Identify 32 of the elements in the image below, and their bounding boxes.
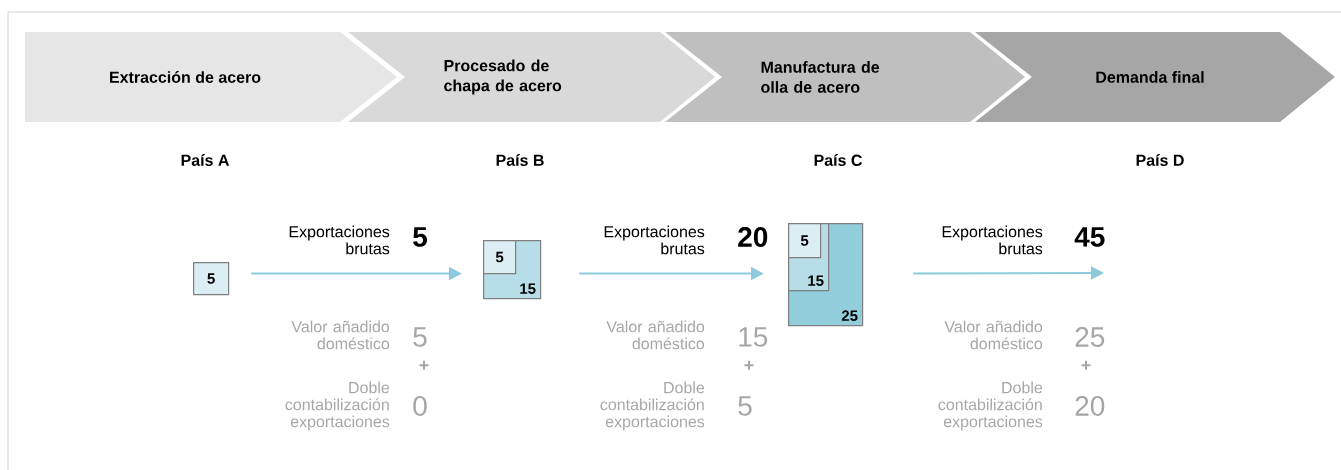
value-box: 5 — [193, 262, 230, 296]
annotation-text: Valor añadido doméstico — [944, 320, 1043, 350]
plus-sign: + — [419, 360, 429, 370]
value-number: 5 — [413, 227, 427, 247]
value-number: 25 — [1075, 327, 1105, 347]
annotation-text: Exportaciones brutas — [604, 225, 705, 255]
annotation-text: Doble contabilización exportaciones — [938, 381, 1043, 431]
value-number: 5 — [413, 327, 427, 347]
annotation-text: Doble contabilización exportaciones — [285, 381, 390, 431]
process-step: Extracción de acero — [25, 32, 397, 122]
value-box: 5 — [788, 223, 822, 259]
value-number: 20 — [1075, 396, 1105, 416]
country-label: País D — [1136, 154, 1184, 166]
annotation-text: Valor añadido doméstico — [291, 320, 390, 350]
annotation-text: Exportaciones brutas — [942, 225, 1043, 255]
country-label: País A — [181, 154, 230, 166]
value-number: 0 — [413, 396, 427, 416]
value-number: 20 — [738, 227, 768, 247]
process-step: Manufactura de olla de acero — [665, 32, 1025, 122]
plus-sign: + — [1081, 360, 1091, 370]
value-number: 15 — [739, 327, 768, 347]
annotation-text: Valor añadido doméstico — [606, 320, 705, 350]
process-step: Demanda final — [975, 32, 1335, 122]
country-label: País B — [496, 154, 544, 166]
process-step: Procesado de chapa de acero — [348, 32, 715, 122]
plus-sign: + — [744, 360, 754, 370]
annotation-text: Exportaciones brutas — [289, 225, 390, 255]
annotation-text: Doble contabilización exportaciones — [600, 381, 705, 431]
value-number: 5 — [738, 396, 752, 416]
value-number: 45 — [1074, 227, 1105, 247]
value-box: 5 — [483, 240, 517, 275]
country-label: País C — [814, 154, 862, 166]
